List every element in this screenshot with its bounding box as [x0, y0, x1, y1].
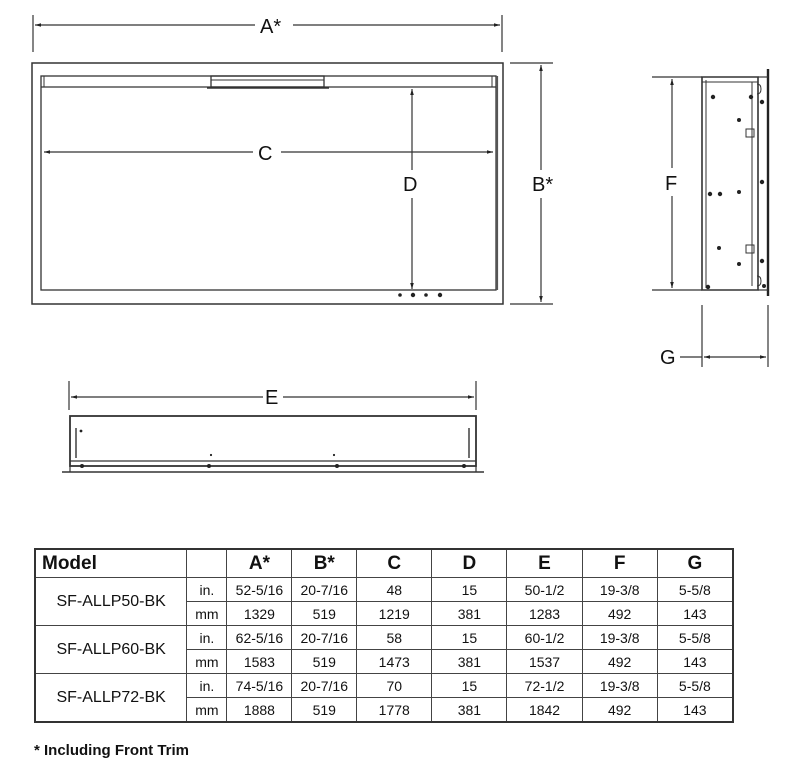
footnote: * Including Front Trim [34, 742, 189, 759]
side-view [652, 69, 770, 367]
table-row: mm 1329 519 1219 381 1283 492 143 [35, 601, 734, 626]
table-row: SF-ALLP72-BK in. 74-5/16 20-7/16 70 15 7… [34, 673, 734, 723]
unit-mm: mm [186, 649, 228, 674]
unit-mm: mm [186, 601, 228, 626]
dim-label-c: C [258, 143, 272, 165]
cell: 60-1/2 [506, 625, 583, 650]
cell: 20-7/16 [291, 577, 358, 602]
cell: 15 [431, 625, 508, 650]
dim-label-d: D [403, 174, 417, 196]
cell: 1283 [506, 601, 583, 626]
cell: 74-5/16 [226, 673, 293, 698]
header-e: E [506, 548, 583, 578]
cell: 1537 [506, 649, 583, 674]
cell: 492 [581, 601, 658, 626]
cell: 19-3/8 [581, 625, 658, 650]
cell: 5-5/8 [656, 625, 734, 650]
unit-mm: mm [186, 697, 228, 723]
model-name: SF-ALLP60-BK [34, 625, 188, 674]
cell: 1473 [356, 649, 433, 674]
top-view [62, 381, 484, 473]
cell: 519 [291, 601, 358, 626]
cell: 381 [431, 697, 508, 723]
header-unit [186, 548, 228, 578]
table-row: SF-ALLP50-BK in. 52-5/16 20-7/16 48 15 5… [34, 577, 734, 626]
top-view-fasteners [79, 429, 466, 468]
dim-label-e: E [265, 387, 278, 409]
cell: 1842 [506, 697, 583, 723]
cell: 143 [656, 601, 734, 626]
cell: 143 [656, 649, 734, 674]
cell: 70 [356, 673, 433, 698]
dim-label-a: A* [260, 16, 281, 38]
cell: 15 [431, 577, 508, 602]
dimension-drawing: A* C D B* F G [31, 15, 770, 473]
side-view-fasteners [705, 94, 766, 290]
header-a: A* [226, 548, 293, 578]
header-b: B* [291, 548, 358, 578]
cell: 20-7/16 [291, 673, 358, 698]
cell: 519 [291, 649, 358, 674]
table-header-row: Model A* B* C D E F G [34, 548, 734, 578]
cell: 381 [431, 601, 508, 626]
dim-label-f: F [665, 173, 677, 195]
dim-label-b: B* [532, 174, 553, 196]
cell: 1219 [356, 601, 433, 626]
cell: 381 [431, 649, 508, 674]
front-view [31, 15, 553, 305]
table-row: mm 1888 519 1778 381 1842 492 143 [35, 697, 734, 723]
cell: 58 [356, 625, 433, 650]
cell: 492 [581, 649, 658, 674]
model-name: SF-ALLP50-BK [34, 577, 188, 626]
unit-in: in. [186, 673, 228, 698]
cell: 492 [581, 697, 658, 723]
cell: 48 [356, 577, 433, 602]
header-model: Model [34, 548, 188, 578]
cell: 62-5/16 [226, 625, 293, 650]
model-name: SF-ALLP72-BK [34, 673, 188, 723]
cell: 5-5/8 [656, 577, 734, 602]
table-row: SF-ALLP60-BK in. 62-5/16 20-7/16 58 15 6… [34, 625, 734, 674]
cell: 50-1/2 [506, 577, 583, 602]
cell: 52-5/16 [226, 577, 293, 602]
header-f: F [581, 548, 658, 578]
header-g: G [656, 548, 734, 578]
header-d: D [431, 548, 508, 578]
cell: 1778 [356, 697, 433, 723]
cell: 72-1/2 [506, 673, 583, 698]
cell: 519 [291, 697, 358, 723]
cell: 1888 [226, 697, 293, 723]
dimensions-table: Model A* B* C D E F G SF-ALLP50-BK in. 5… [34, 548, 734, 723]
dim-label-g: G [660, 347, 676, 369]
table-row: mm 1583 519 1473 381 1537 492 143 [35, 649, 734, 674]
cell: 15 [431, 673, 508, 698]
header-c: C [356, 548, 433, 578]
unit-in: in. [186, 625, 228, 650]
cell: 19-3/8 [581, 673, 658, 698]
cell: 143 [656, 697, 734, 723]
cell: 5-5/8 [656, 673, 734, 698]
cell: 1329 [226, 601, 293, 626]
cell: 20-7/16 [291, 625, 358, 650]
unit-in: in. [186, 577, 228, 602]
cell: 19-3/8 [581, 577, 658, 602]
cell: 1583 [226, 649, 293, 674]
